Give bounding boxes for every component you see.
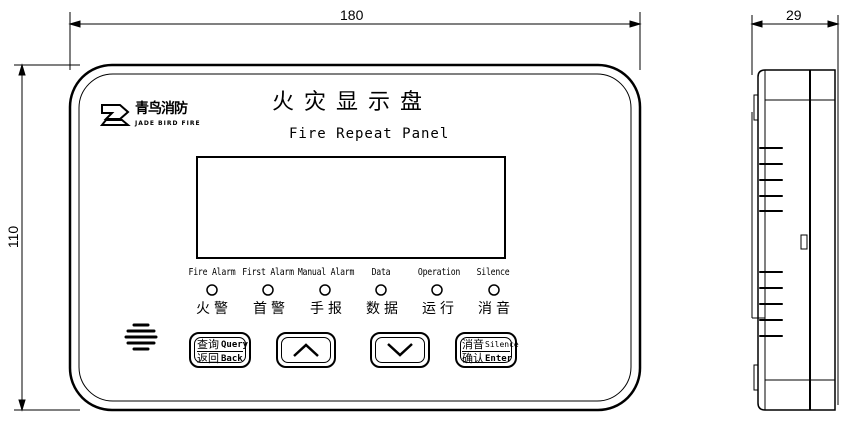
logo-brand-en: JADE BIRD FIRE [135, 120, 201, 127]
query-back-button[interactable]: 查询 Query 返回 Back [189, 332, 251, 368]
speaker-grille-icon [124, 323, 158, 351]
cn-fire-alarm: 火警 [196, 301, 232, 317]
enter-en-label: Enter [485, 354, 513, 364]
height-dimension: 110 [5, 225, 22, 249]
side-view [751, 69, 839, 411]
down-button[interactable] [370, 332, 430, 368]
back-cn-label: 返回 [197, 352, 219, 365]
chevron-up-icon [293, 343, 319, 357]
led-first-alarm [262, 284, 274, 296]
up-button[interactable] [276, 332, 336, 368]
lcd-screen [196, 156, 506, 259]
label-fire-alarm: Fire Alarm [188, 267, 236, 278]
query-cn-label: 查询 [197, 338, 219, 351]
chevron-down-icon [387, 343, 413, 357]
label-operation: Operation [417, 267, 461, 278]
label-first-alarm: First Alarm [242, 267, 294, 278]
led-data [375, 284, 387, 296]
cn-manual-alarm: 手报 [310, 301, 346, 317]
led-silence [488, 284, 500, 296]
divider [197, 351, 243, 352]
silence-en-label: Silence [485, 340, 519, 349]
label-silence: Silence [476, 267, 510, 278]
cn-operation: 运行 [422, 301, 458, 317]
enter-cn-label: 确认 [462, 352, 484, 365]
led-manual-alarm [319, 284, 331, 296]
divider [462, 351, 510, 352]
panel-inner [78, 73, 632, 402]
logo-mark [99, 104, 131, 126]
title-en: Fire Repeat Panel [289, 126, 450, 142]
cn-silence: 消音 [478, 301, 514, 317]
query-en-label: Query [221, 340, 249, 350]
label-manual-alarm: Manual Alarm [297, 267, 355, 278]
back-en-label: Back [221, 354, 243, 364]
led-operation [431, 284, 443, 296]
depth-dimension: 29 [786, 7, 802, 23]
cn-data: 数据 [366, 301, 402, 317]
silence-cn-label: 消音 [462, 338, 484, 351]
width-dimension: 180 [340, 7, 364, 23]
led-fire-alarm [206, 284, 218, 296]
panel-outer [68, 63, 642, 412]
silence-enter-button[interactable]: 消音 Silence 确认 Enter [455, 332, 519, 368]
logo-brand-cn: 青鸟消防 [135, 101, 188, 117]
cn-first-alarm: 首警 [253, 301, 289, 317]
title-cn: 火灾显示盘 [272, 90, 433, 115]
label-data: Data [371, 267, 391, 278]
